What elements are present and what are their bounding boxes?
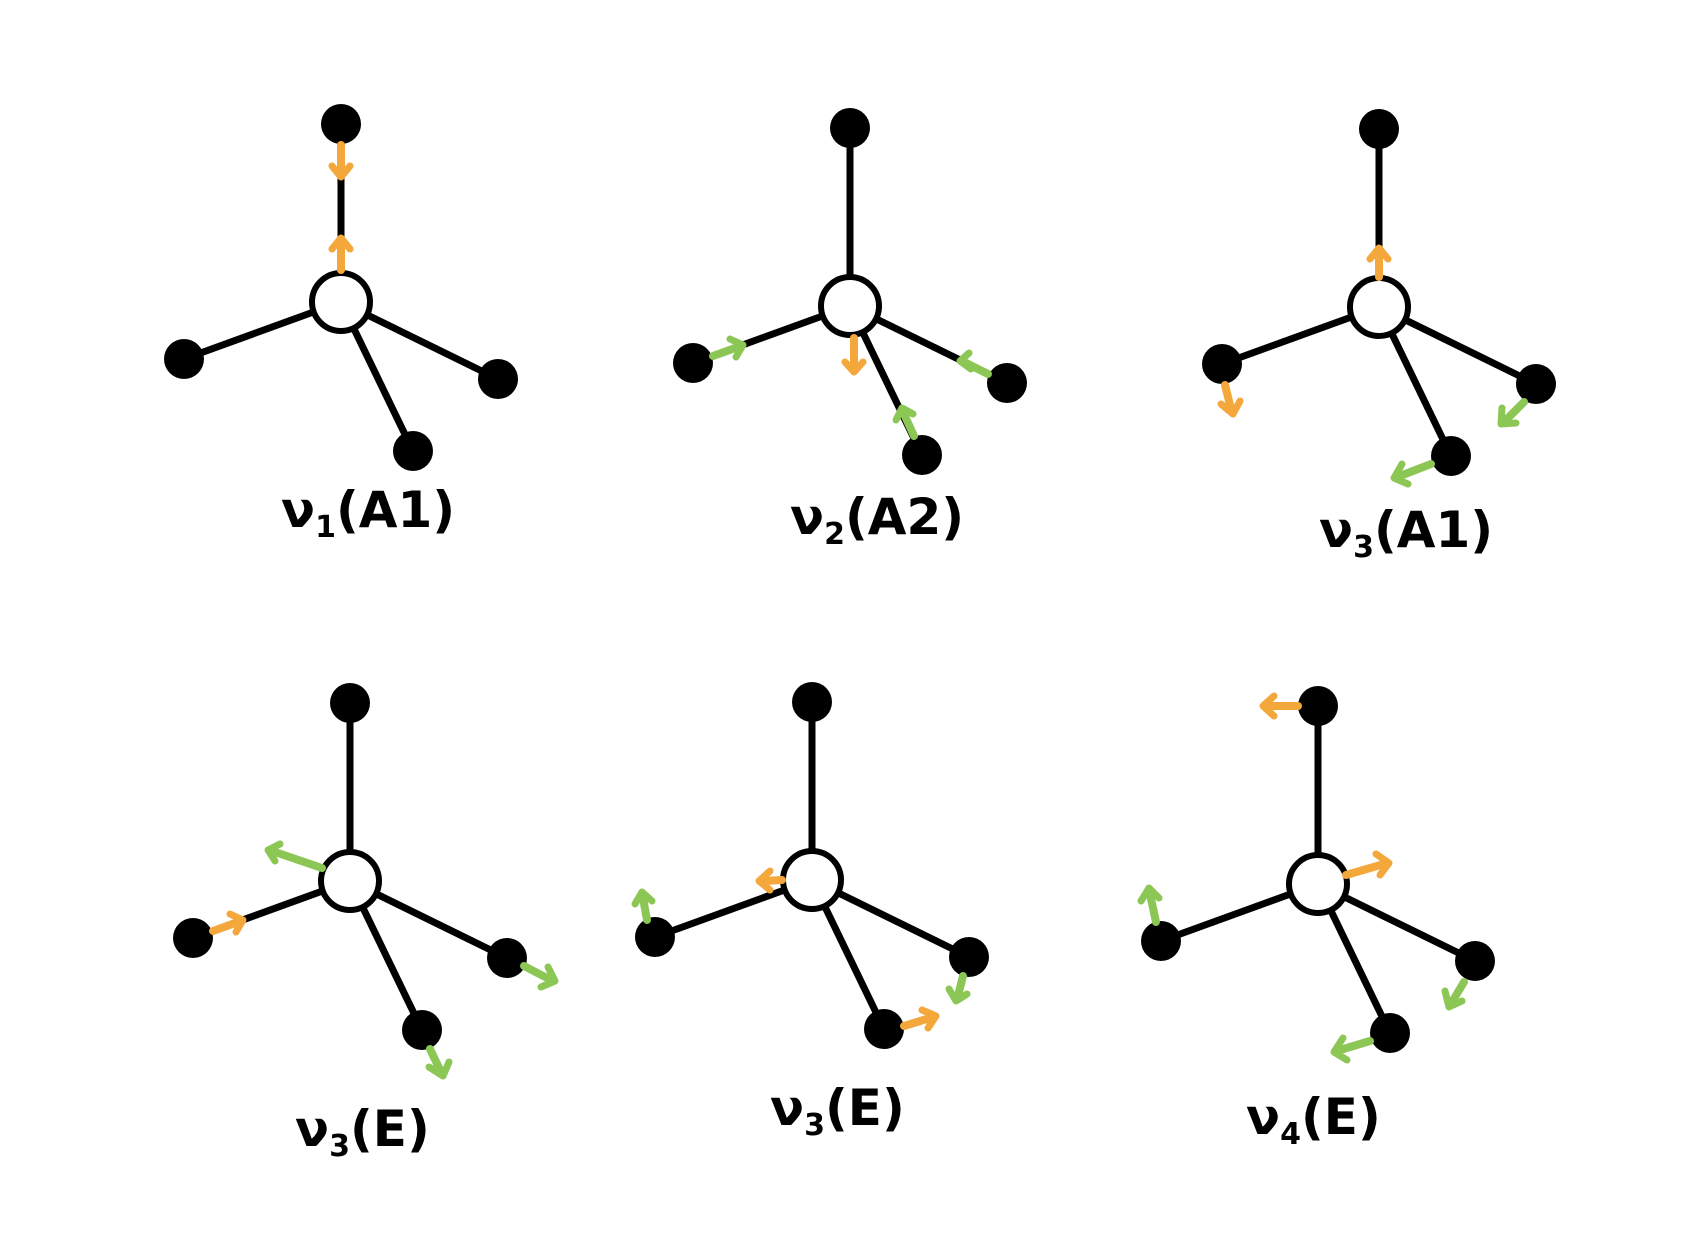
molecule bbox=[1141, 686, 1495, 1053]
terminal-atom bbox=[792, 682, 832, 722]
molecule bbox=[164, 104, 518, 471]
mode-label: ν3(E) bbox=[295, 1100, 430, 1164]
molecule bbox=[1202, 109, 1556, 476]
terminal-atom bbox=[330, 683, 370, 723]
mode-label: ν1(A1) bbox=[281, 481, 455, 545]
displacement-arrows bbox=[709, 334, 992, 440]
terminal-atom bbox=[673, 343, 713, 383]
terminal-atom bbox=[1370, 1013, 1410, 1053]
mode-panel-6: ν4(E) bbox=[1137, 686, 1495, 1152]
central-atom bbox=[1347, 275, 1411, 339]
terminal-atom bbox=[987, 363, 1027, 403]
displacement-arrows bbox=[209, 840, 559, 1080]
mode-panel-3: ν3(A1) bbox=[1202, 109, 1556, 565]
molecule bbox=[173, 683, 527, 1050]
mode-label: ν3(A1) bbox=[1319, 501, 1493, 565]
displacement-arrows bbox=[1217, 244, 1528, 488]
molecule bbox=[635, 682, 989, 1049]
terminal-atom bbox=[1202, 344, 1242, 384]
molecule bbox=[673, 108, 1027, 475]
terminal-atom bbox=[478, 359, 518, 399]
mode-label: ν3(E) bbox=[770, 1079, 905, 1143]
terminal-atom bbox=[902, 435, 942, 475]
displacement-arrows bbox=[1137, 692, 1468, 1064]
terminal-atom bbox=[1455, 941, 1495, 981]
terminal-atom bbox=[635, 917, 675, 957]
central-atom bbox=[318, 849, 382, 913]
displacement-arrows bbox=[328, 141, 354, 274]
terminal-atom bbox=[164, 339, 204, 379]
terminal-atom bbox=[1516, 364, 1556, 404]
central-atom bbox=[309, 270, 373, 334]
terminal-atom bbox=[402, 1010, 442, 1050]
terminal-atom bbox=[1359, 109, 1399, 149]
central-atom bbox=[780, 848, 844, 912]
terminal-atom bbox=[1431, 436, 1471, 476]
mode-panel-4: ν3(E) bbox=[173, 683, 559, 1164]
terminal-atom bbox=[830, 108, 870, 148]
terminal-atom bbox=[321, 104, 361, 144]
terminal-atom bbox=[949, 937, 989, 977]
terminal-atom bbox=[1298, 686, 1338, 726]
mode-label: ν4(E) bbox=[1246, 1088, 1381, 1152]
terminal-atom bbox=[173, 918, 213, 958]
displacement-arrows bbox=[631, 867, 971, 1032]
terminal-atom bbox=[487, 938, 527, 978]
mode-panel-2: ν2(A2) bbox=[673, 108, 1027, 552]
central-atom bbox=[1286, 852, 1350, 916]
terminal-atom bbox=[393, 431, 433, 471]
terminal-atom bbox=[864, 1009, 904, 1049]
terminal-atom bbox=[1141, 921, 1181, 961]
mode-label: ν2(A2) bbox=[790, 488, 964, 552]
central-atom bbox=[818, 274, 882, 338]
mode-panel-5: ν3(E) bbox=[631, 682, 989, 1143]
mode-panel-1: ν1(A1) bbox=[164, 104, 518, 545]
